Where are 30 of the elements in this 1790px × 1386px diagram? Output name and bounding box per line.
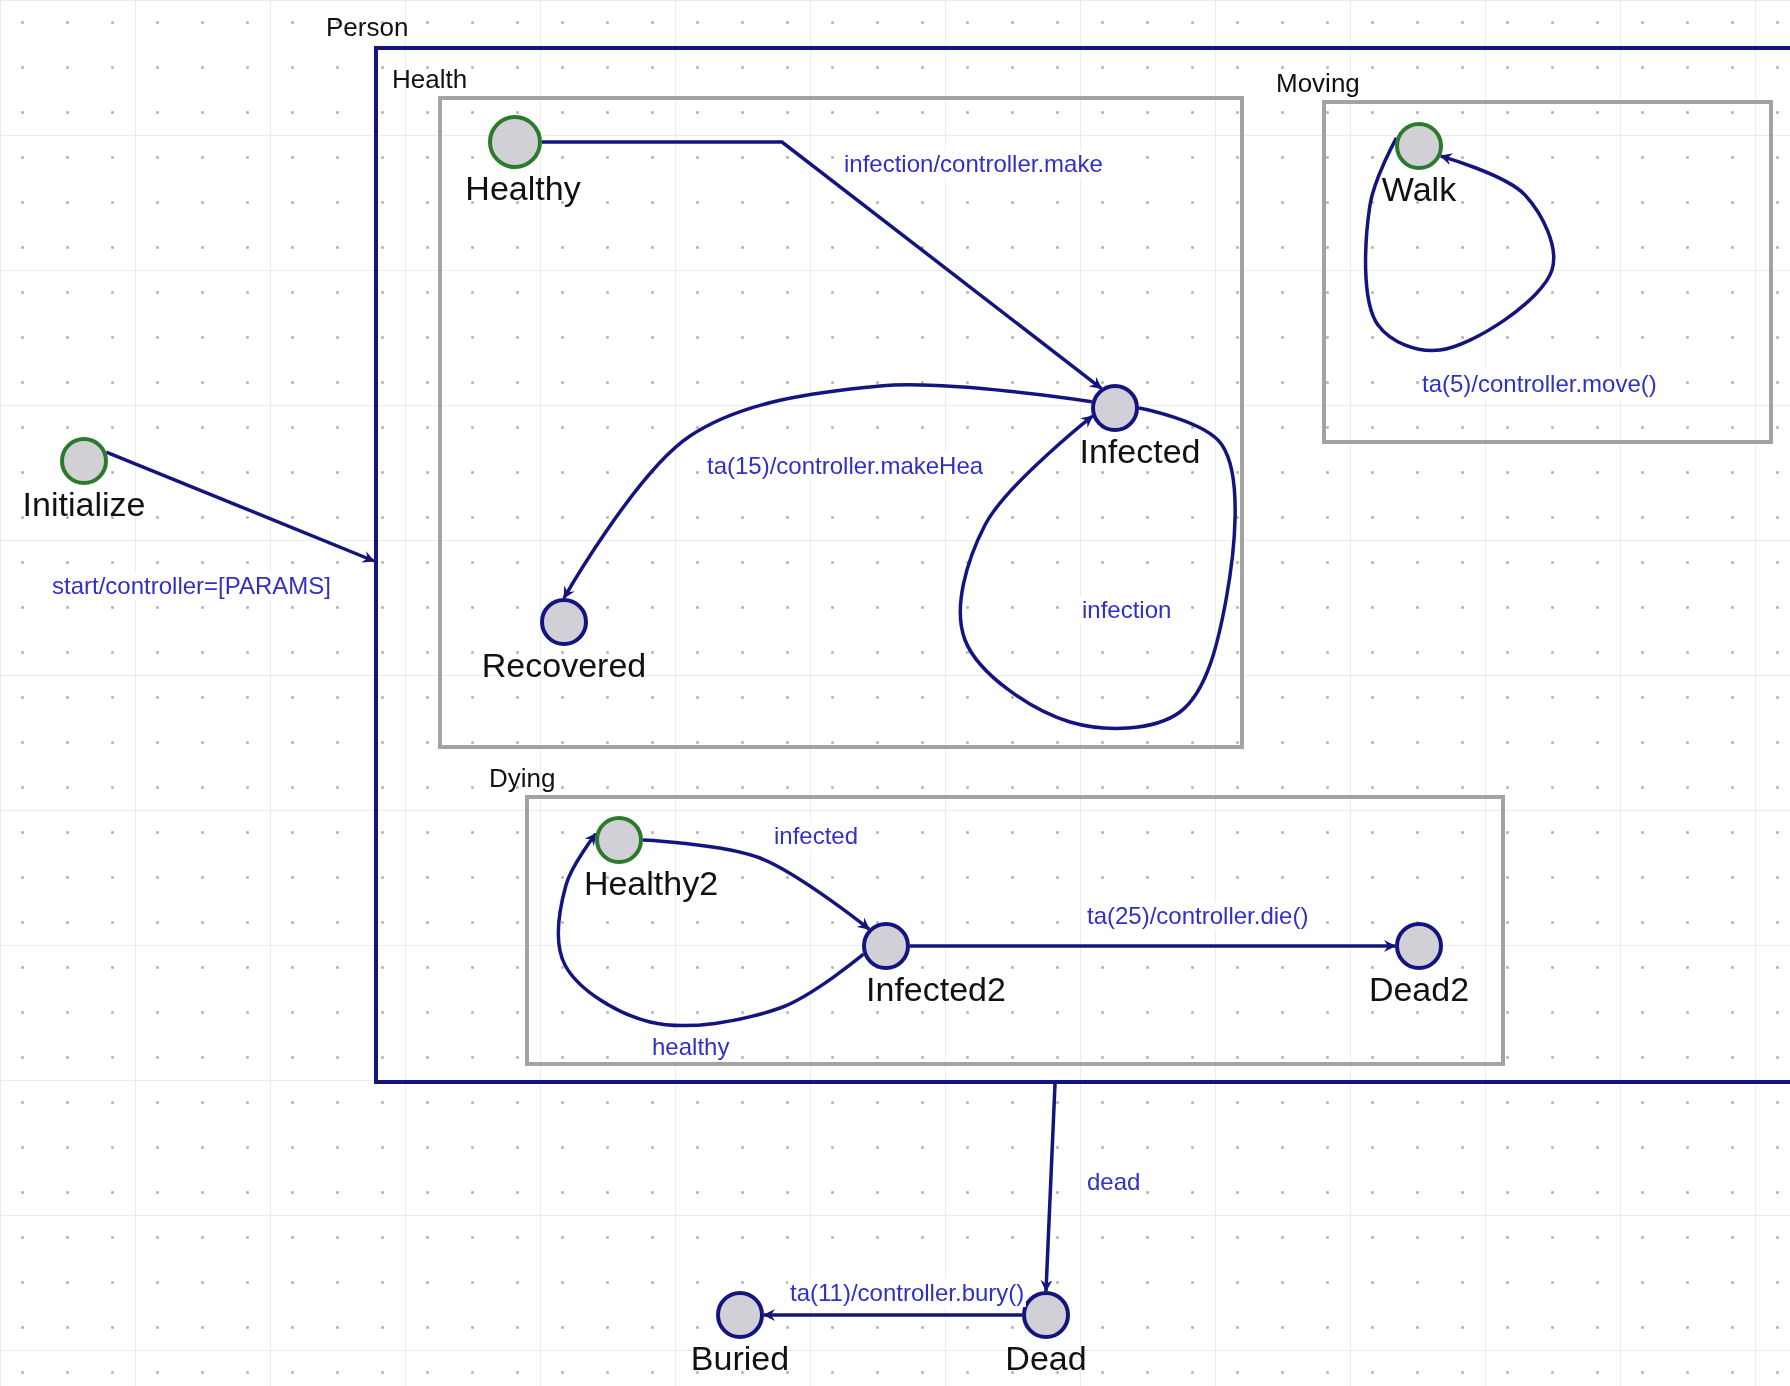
transition-arrow bbox=[556, 832, 865, 1028]
state-name: Healthy bbox=[465, 169, 581, 208]
region-name: Dying bbox=[489, 763, 556, 794]
region-name: Moving bbox=[1276, 68, 1360, 99]
state-name: Infected bbox=[1079, 432, 1201, 471]
state-name: Dead bbox=[1005, 1339, 1087, 1378]
state-name: Dead2 bbox=[1368, 970, 1470, 1009]
state-name: Healthy2 bbox=[583, 864, 719, 903]
edge-label: ta(11)/controller.bury() bbox=[788, 1279, 1027, 1307]
state-name: Infected2 bbox=[866, 970, 1006, 1009]
state-name: Walk bbox=[1381, 170, 1457, 209]
transition-arrow bbox=[542, 140, 1103, 390]
state-name: Recovered bbox=[481, 646, 647, 685]
edge-label: ta(15)/controller.makeHea bbox=[705, 452, 986, 480]
self-transition-arrow bbox=[1363, 136, 1556, 353]
state-name: Buried bbox=[690, 1339, 790, 1378]
state-name: Initialize bbox=[22, 485, 146, 524]
transition-arrow bbox=[562, 383, 1093, 599]
edge-label: healthy bbox=[650, 1033, 732, 1061]
transition-arrow bbox=[763, 1309, 1022, 1321]
transition-arrow bbox=[105, 450, 375, 563]
transition-arrow bbox=[910, 940, 1396, 952]
region-name: Health bbox=[392, 64, 468, 95]
region-name: Person bbox=[326, 12, 409, 43]
edge-label: infection/controller.make bbox=[842, 150, 1105, 178]
transition-arrow bbox=[642, 838, 871, 931]
edge-label: ta(5)/controller.move() bbox=[1420, 370, 1659, 398]
transition-arrow bbox=[1040, 1083, 1057, 1292]
self-transition-arrow bbox=[958, 406, 1237, 730]
edge-label: start/controller=[PARAMS] bbox=[50, 572, 333, 600]
